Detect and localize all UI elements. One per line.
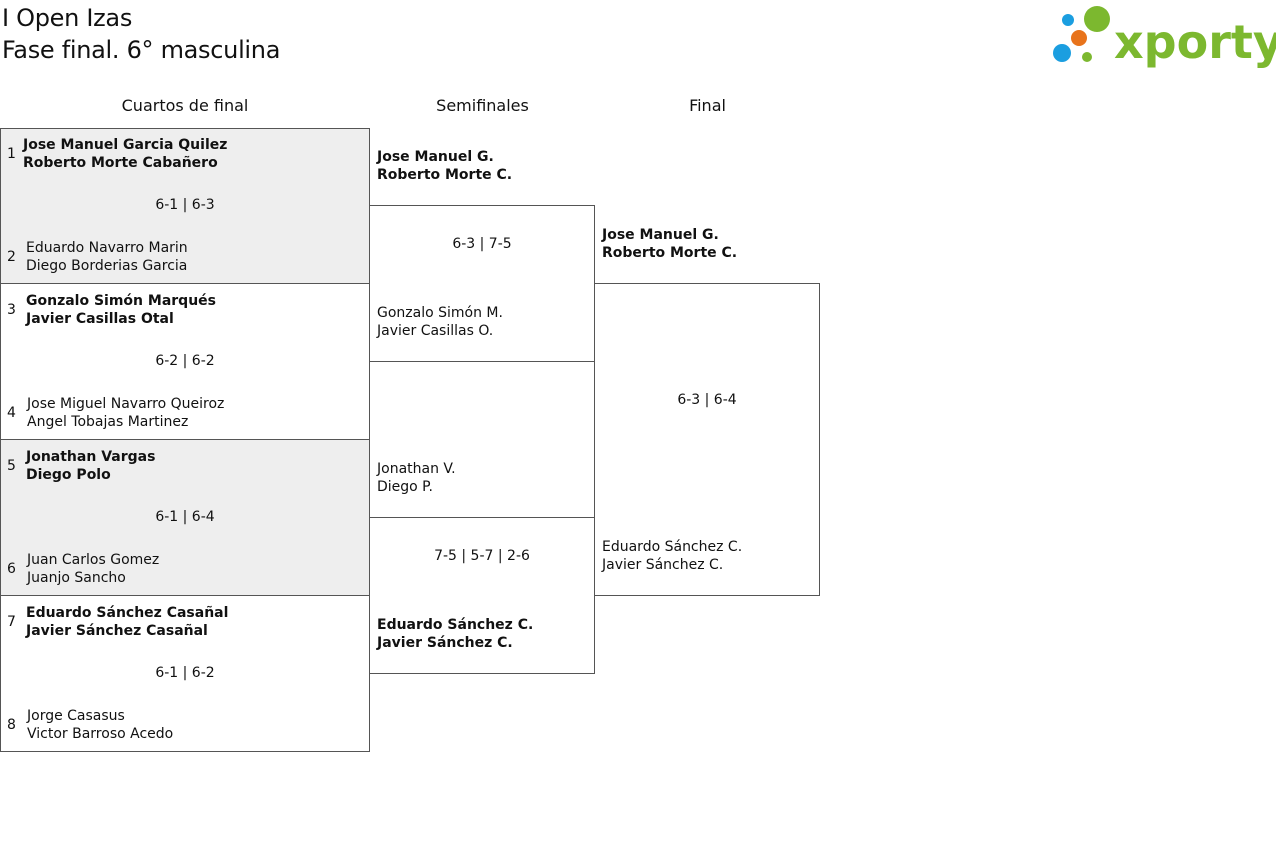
qf2-team-b: Jose Miguel Navarro Queiroz Angel Tobaja… [27,395,224,431]
sf2-team-b: Eduardo Sánchez C. Javier Sánchez C. [377,616,533,652]
player-name: Javier Sánchez Casañal [26,623,208,639]
player-name: Angel Tobajas Martinez [27,414,189,430]
player-name: Juan Carlos Gomez [27,552,160,568]
final-team-b: Eduardo Sánchez C. Javier Sánchez C. [602,538,742,574]
player-name: Jose Manuel G. [602,227,719,243]
logo-dot-green [1084,6,1110,32]
logo-dot-blue-small [1062,14,1074,26]
qf3-score: 6-1 | 6-4 [155,509,215,525]
logo-dot-orange [1071,30,1087,46]
player-name: Roberto Morte C. [602,245,738,261]
qf2-score: 6-2 | 6-2 [155,353,215,369]
player-name: Gonzalo Simón Marqués [26,293,216,309]
qf4-team-a: Eduardo Sánchez Casañal Javier Sánchez C… [26,604,228,640]
player-name: Jose Manuel Garcia Quilez [23,137,228,153]
seed-number: 7 [7,614,16,630]
player-name: Gonzalo Simón M. [377,305,503,321]
player-name: Eduardo Navarro Marin [26,240,188,256]
sf1-team-a: Jose Manuel G. Roberto Morte C. [377,148,512,184]
seed-number: 2 [7,249,16,265]
player-name: Javier Sánchez C. [602,557,724,573]
player-name: Jonathan Vargas [26,449,156,465]
player-name: Jose Manuel G. [377,149,494,165]
seed-number: 3 [7,302,16,318]
player-name: Eduardo Sánchez C. [602,539,743,555]
sf2-team-a: Jonathan V. Diego P. [377,460,456,496]
player-name: Javier Casillas O. [377,323,494,339]
player-name: Diego Borderias Garcia [26,258,188,274]
seed-number: 1 [7,146,16,162]
player-name: Diego Polo [26,467,111,483]
player-name: Roberto Morte Cabañero [23,155,218,171]
player-name: Jonathan V. [377,461,456,477]
qf1-team-a: Jose Manuel Garcia Quilez Roberto Morte … [23,136,227,172]
sf1-score: 6-3 | 7-5 [452,236,512,252]
logo-dot-blue [1053,44,1071,62]
player-name: Jorge Casasus [27,708,125,724]
player-name: Javier Casillas Otal [26,311,174,327]
seed-number: 6 [7,561,16,577]
quarterfinal-match-1 [0,128,370,284]
sf2-score: 7-5 | 5-7 | 2-6 [434,548,530,564]
seed-number: 5 [7,458,16,474]
player-name: Roberto Morte C. [377,167,513,183]
sf1-team-b: Gonzalo Simón M. Javier Casillas O. [377,304,503,340]
player-name: Eduardo Sánchez Casañal [26,605,229,621]
player-name: Eduardo Sánchez C. [377,617,534,633]
qf3-team-b: Juan Carlos Gomez Juanjo Sancho [27,551,159,587]
final-score: 6-3 | 6-4 [677,392,737,408]
final-match [594,283,820,596]
quarterfinal-match-3 [0,439,370,596]
player-name: Jose Miguel Navarro Queiroz [27,396,225,412]
player-name: Juanjo Sancho [27,570,126,586]
seed-number: 8 [7,717,16,733]
logo-text: xporty [1114,15,1276,68]
seed-number: 4 [7,405,16,421]
qf1-score: 6-1 | 6-3 [155,197,215,213]
player-name: Javier Sánchez C. [377,635,513,651]
tournament-title: I Open Izas [2,4,133,32]
qf2-team-a: Gonzalo Simón Marqués Javier Casillas Ot… [26,292,216,328]
qf3-team-a: Jonathan Vargas Diego Polo [26,448,155,484]
player-name: Victor Barroso Acedo [27,726,174,742]
round-heading-quarters: Cuartos de final [121,96,249,115]
final-team-a: Jose Manuel G. Roberto Morte C. [602,226,737,262]
player-name: Diego P. [377,479,433,495]
xporty-logo[interactable]: xporty [1052,4,1276,68]
logo-dot-green-small [1082,52,1092,62]
qf4-team-b: Jorge Casasus Victor Barroso Acedo [27,707,173,743]
qf1-team-b: Eduardo Navarro Marin Diego Borderias Ga… [26,239,188,275]
round-heading-final: Final [689,96,726,115]
round-heading-semis: Semifinales [436,96,529,115]
phase-subtitle: Fase final. 6° masculina [2,36,281,64]
qf4-score: 6-1 | 6-2 [155,665,215,681]
